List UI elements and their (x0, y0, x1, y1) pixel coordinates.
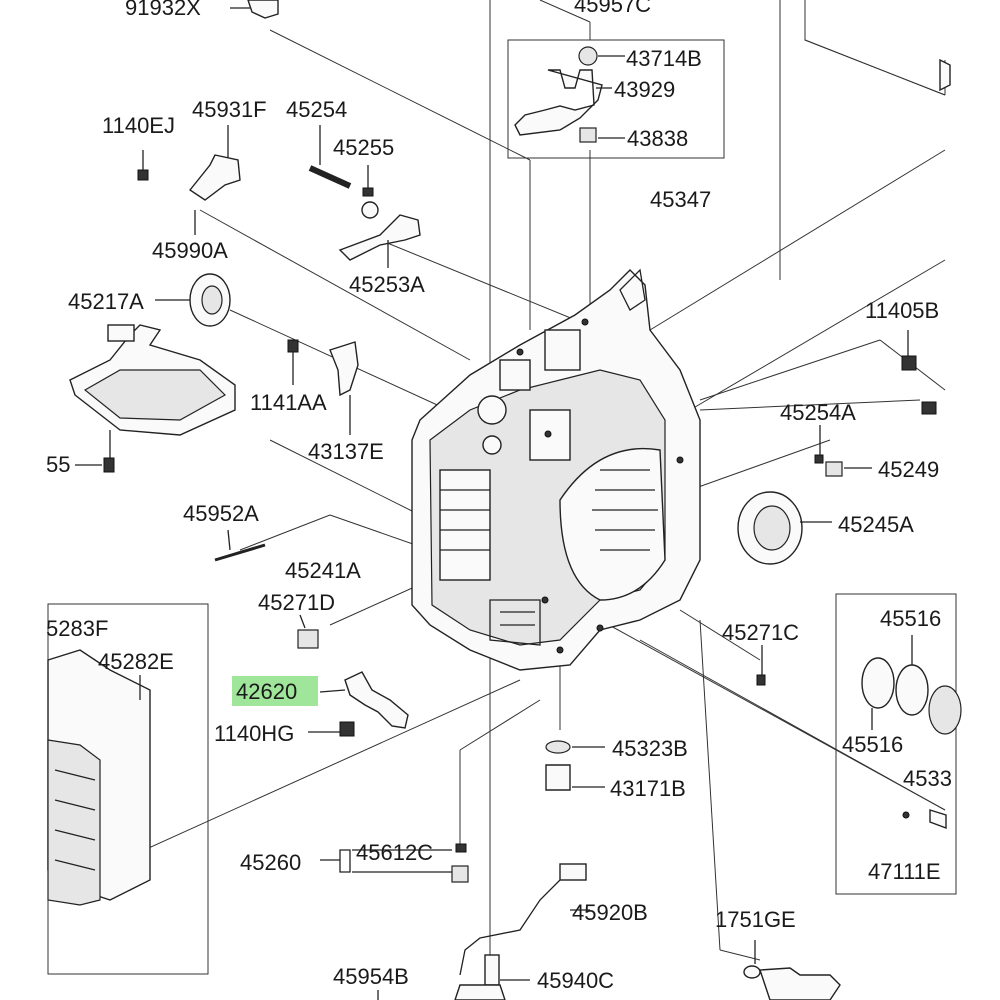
part-45217a-seal (155, 273, 231, 327)
part-45254-pin (308, 125, 352, 189)
part-oil-strainer (69, 324, 236, 473)
label-45255: 45255 (333, 135, 394, 160)
part-42620-sensor (319, 671, 409, 729)
label-45952a: 45952A (183, 501, 259, 526)
label-45347: 45347 (650, 187, 711, 212)
label-45931f: 45931F (192, 97, 267, 122)
part-45931f-bracket (188, 154, 241, 201)
label-45249: 45249 (878, 457, 939, 482)
label-45245a: 45245A (838, 512, 914, 537)
label-45920b: 45920B (572, 900, 648, 925)
label-42620: 42620 (236, 679, 297, 704)
label-45241a: 45241A (285, 558, 361, 583)
label-43171b: 43171B (610, 776, 686, 801)
part-45245a-seal (737, 491, 832, 565)
part-1140hg-bolt (339, 721, 355, 737)
inset-frame-top-right (804, 0, 946, 96)
label-45217a: 45217A (68, 289, 144, 314)
label-45271d: 45271D (258, 590, 335, 615)
inset-box-right (835, 593, 957, 895)
part-45255-washer (362, 187, 374, 197)
part-45271d-plug (297, 629, 319, 649)
label-45254: 45254 (286, 97, 347, 122)
part-labels: 91932X 45957C 43714B 43929 43838 1140EJ … (46, 0, 952, 993)
part-1140ej-bolt (137, 150, 149, 181)
part-45249-collar (825, 461, 843, 477)
part-43171b-plug (545, 764, 571, 791)
part-45254a-pin (814, 454, 824, 464)
label-1751ge: 1751GE (715, 907, 796, 932)
label-43929: 43929 (614, 77, 675, 102)
label-45323b: 45323B (612, 736, 688, 761)
part-11405b-bolts (901, 330, 937, 415)
highlight-42620 (232, 676, 318, 706)
part-45323b-washer (545, 740, 571, 754)
part-1751ge-fitting (743, 940, 841, 1000)
inset-box-45957c (507, 39, 725, 159)
label-1140hg: 1140HG (214, 721, 294, 746)
part-45271c-plug (756, 674, 766, 686)
label-43714b: 43714B (626, 46, 702, 71)
label-45260: 45260 (240, 850, 301, 875)
label-55: 55 (46, 452, 70, 477)
part-43838-bolt (579, 127, 597, 143)
label-1141aa: 1141AA (250, 390, 327, 415)
part-43929-bracket (514, 69, 603, 136)
label-45282e: 45282E (98, 649, 174, 674)
label-45990a: 45990A (152, 238, 228, 263)
label-45957c: 45957C (574, 0, 651, 17)
label-45516-lower: 45516 (842, 732, 903, 757)
part-inset-fragment (939, 58, 951, 92)
label-91932x: 91932X (125, 0, 201, 20)
part-45920b-cable (459, 863, 590, 976)
part-45612c-bolts (320, 843, 469, 883)
transmission-case (411, 268, 701, 671)
part-45516-o-rings (861, 635, 962, 735)
label-45940c: 45940C (537, 968, 614, 993)
part-45253a-lever (338, 214, 421, 261)
label-43137e: 43137E (308, 439, 384, 464)
part-1141aa-bolt (287, 339, 299, 353)
label-45253a: 45253A (349, 272, 425, 297)
part-45952a-pin (214, 543, 266, 562)
label-4533: 4533 (903, 766, 952, 791)
label-45516-upper: 45516 (880, 606, 941, 631)
label-45954b: 45954B (333, 964, 409, 989)
part-45940c-sensor (454, 954, 530, 1000)
label-11405b: 11405B (865, 298, 939, 323)
part-43714b-nut (578, 46, 598, 66)
label-47111e: 47111E (868, 859, 941, 884)
part-45282e-gasket (47, 649, 151, 906)
label-45271c: 45271C (722, 620, 799, 645)
label-45254a: 45254A (780, 400, 856, 425)
label-45612c: 45612C (356, 840, 433, 865)
label-43838: 43838 (627, 126, 688, 151)
part-43137e-bracket (329, 341, 359, 397)
label-1140ej: 1140EJ (102, 113, 175, 138)
label-5283f: 5283F (46, 616, 108, 641)
part-91932x-clip (230, 0, 279, 19)
guide-lines (99, 0, 946, 1000)
